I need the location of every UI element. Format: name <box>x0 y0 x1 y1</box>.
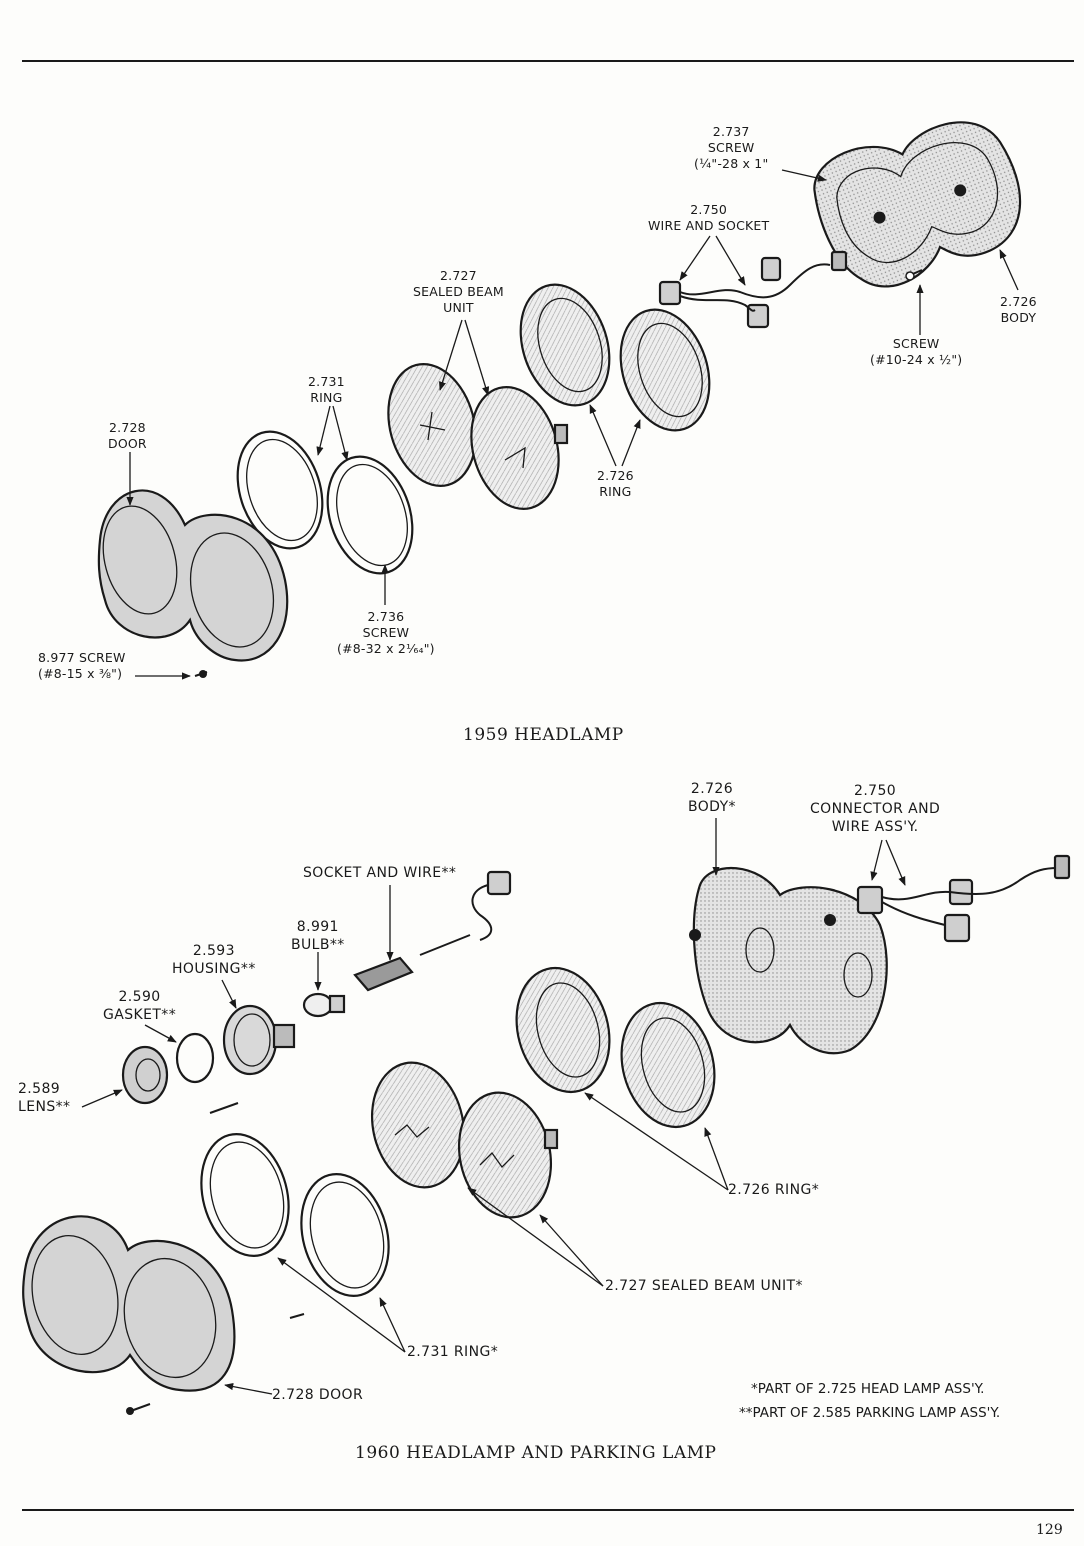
label-socket-and-wire: SOCKET AND WIRE** <box>303 865 457 881</box>
label-screw-body-1959: SCREW (#10-24 x ½") <box>870 336 963 367</box>
ring-2726-1959-b <box>619 308 711 432</box>
caption-1960: 1960 HEADLAMP AND PARKING LAMP <box>355 1443 717 1463</box>
ring-2731-1959-a <box>236 430 324 550</box>
label-ring-2726-1960: 2.726 RING* <box>728 1182 820 1198</box>
wire-socket-1959 <box>658 250 848 329</box>
gasket-1960 <box>175 1032 215 1084</box>
label-ring-2731-1960: 2.731 RING* <box>407 1344 499 1360</box>
label-screw-8977: 8.977 SCREW (#8-15 x ⅜") <box>38 650 126 681</box>
ring-2726-1960-b <box>620 1001 716 1129</box>
label-bulb-8991: 8.991 BULB** <box>291 919 345 953</box>
screw-2731-1960 <box>289 1313 305 1319</box>
ring-2731-1960-a <box>200 1133 290 1257</box>
sealed-beam-1959-b <box>470 386 569 510</box>
ring-2726-1959-a <box>519 283 611 407</box>
leader-lines-1959 <box>126 169 1019 680</box>
ring-2731-1960-b <box>300 1173 390 1297</box>
label-sealed-beam-2727-1960: 2.727 SEALED BEAM UNIT* <box>605 1278 803 1294</box>
body-1959 <box>813 121 1022 288</box>
sealed-beam-1959-a <box>387 363 477 487</box>
label-wire-socket-2750: 2.750 WIRE AND SOCKET <box>648 202 770 233</box>
leader-lines-1960 <box>81 818 906 1395</box>
sealed-beam-1960-b <box>457 1091 559 1219</box>
socket-and-wire-1960 <box>353 870 512 992</box>
page-number: 129 <box>1036 1522 1063 1538</box>
bottom-rule <box>22 1509 1074 1511</box>
door-1960 <box>22 1215 236 1392</box>
label-screw-2736: 2.736 SCREW (#8-32 x 2⅟₆₄") <box>337 609 435 656</box>
top-rule <box>22 60 1074 62</box>
door-1959 <box>97 489 289 662</box>
label-sealed-beam-2727-1959: 2.727 SEALED BEAM UNIT <box>413 268 504 315</box>
body-1960 <box>689 866 888 1055</box>
label-screw-2737: 2.737 SCREW (¼"-28 x 1" <box>694 124 769 171</box>
label-door-2728-1960: 2.728 DOOR <box>272 1387 364 1403</box>
lens-1960 <box>121 1045 169 1105</box>
connector-1960 <box>856 854 1071 943</box>
ring-2726-1960-a <box>515 966 611 1094</box>
label-housing-2593: 2.593 HOUSING** <box>172 943 256 977</box>
bulb-1960 <box>302 992 346 1018</box>
label-body-2726-1959: 2.726 BODY <box>1000 294 1037 325</box>
label-gasket-2590: 2.590 GASKET** <box>103 989 177 1023</box>
label-body-2726-1960: 2.726 BODY* <box>688 781 736 815</box>
label-ring-2726-1959: 2.726 RING <box>597 468 634 499</box>
sealed-beam-1960-a <box>370 1061 466 1189</box>
housing-1960 <box>209 1004 296 1114</box>
label-door-2728-1959: 2.728 DOOR <box>108 420 147 451</box>
label-ring-2731-1959: 2.731 RING <box>308 374 345 405</box>
footnote-parking-lamp-assy: **PART OF 2.585 PARKING LAMP ASS'Y. <box>739 1405 1001 1421</box>
label-connector-2750: 2.750 CONNECTOR AND WIRE ASS'Y. <box>810 783 941 835</box>
footnote-head-lamp-assy: *PART OF 2.725 HEAD LAMP ASS'Y. <box>751 1381 985 1397</box>
label-lens-2589: 2.589 LENS** <box>18 1081 71 1115</box>
caption-1959: 1959 HEADLAMP <box>463 725 624 745</box>
